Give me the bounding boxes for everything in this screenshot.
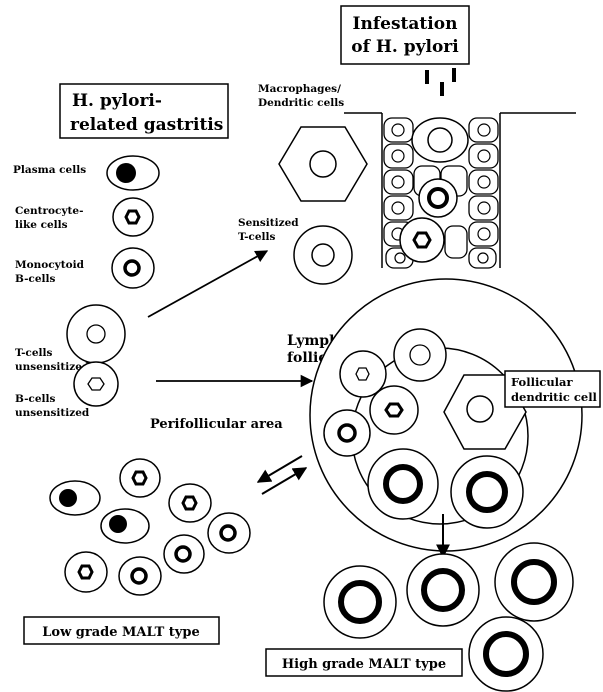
bcells-label-2: unsensitized (15, 407, 90, 419)
macrophages-label-2: Dendritic cells (258, 97, 344, 109)
high-grade-label: High grade MALT type (282, 657, 446, 672)
follicular-line2: dendritic cell (511, 390, 598, 404)
infestation-line2: of H. pylori (351, 37, 459, 57)
follicular-dendritic-box: Follicular dendritic cell (505, 371, 600, 407)
sensitized-label-1: Sensitized (238, 217, 299, 229)
plasma-label: Plasma cells (13, 164, 86, 176)
lymph-follicle (310, 279, 582, 551)
centrocyte-label-1: Centrocyte- (15, 205, 83, 217)
b-cell-unsensitized (74, 362, 118, 406)
infestation-box: Infestation of H. pylori (341, 6, 469, 64)
high-grade-box: High grade MALT type (266, 649, 462, 676)
double-arrow-icon (258, 456, 306, 494)
sensitized-t-cell (294, 226, 352, 284)
bacteria-icon (427, 68, 454, 96)
centrocyte-label-2: like cells (15, 219, 68, 231)
macrophages-label-1: Macrophages/ (258, 83, 341, 95)
gastritis-line1: H. pylori- (72, 91, 162, 111)
bcells-label-1: B-cells (15, 393, 55, 405)
t-cell-unsensitized (67, 305, 125, 363)
infestation-line1: Infestation (353, 14, 458, 34)
gastritis-line2: related gastritis (70, 115, 223, 135)
low-grade-box: Low grade MALT type (24, 617, 219, 644)
plasma-cell (107, 156, 159, 190)
low-grade-cells (50, 459, 250, 595)
follicular-line1: Follicular (511, 375, 573, 389)
gastric-epithelium (344, 113, 576, 268)
monocytoid-label-1: Monocytoid (15, 259, 85, 271)
tcells-label-1: T-cells (15, 347, 52, 359)
sensitized-label-2: T-cells (238, 231, 275, 243)
gastritis-box: H. pylori- related gastritis (60, 84, 228, 138)
perifollicular-label: Perifollicular area (150, 417, 283, 432)
macrophage-cell (279, 127, 367, 201)
arrow-icon (148, 251, 267, 317)
monocytoid-cell (112, 248, 154, 288)
monocytoid-label-2: B-cells (15, 273, 55, 285)
centrocyte-cell (113, 198, 153, 236)
low-grade-label: Low grade MALT type (42, 625, 199, 640)
